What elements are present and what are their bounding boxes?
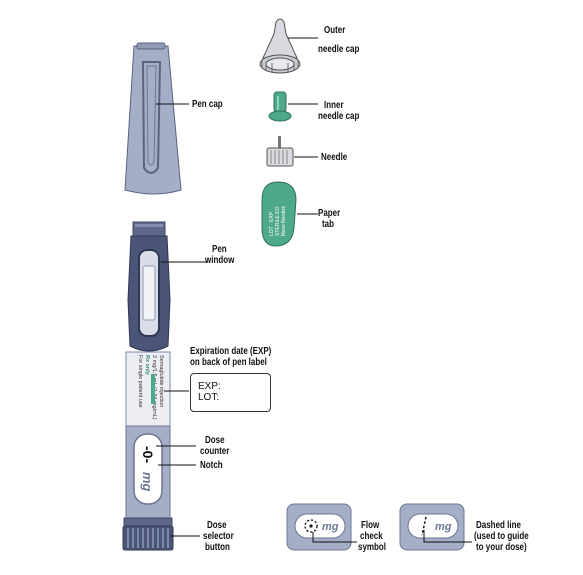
dose-counter-display: -0- mg [140,446,156,492]
svg-text:For single patient use: For single patient use [137,355,143,408]
paper-tab-label-1: Paper [318,208,341,219]
dashed-line-window: mg [399,503,465,551]
dashed-line-label-3: to your dose) [476,542,527,553]
paper-tab-illustration: LOT · EXP STERILE EO Novo Nordisk [261,181,297,247]
paper-tab-label-2: tab [322,219,334,230]
dose-selector-label-2: selector [203,531,234,542]
flow-window-unit: mg [322,521,339,533]
flow-check-window: mg [286,503,352,551]
flow-check-label-2: check [360,531,383,542]
outer-needle-cap-illustration [259,18,301,74]
needle-label: Needle [321,152,348,163]
dashed-line-label-1: Dashed line [476,520,521,531]
dashed-line-icon [421,516,427,536]
expiration-label-1: Expiration date (EXP) [190,346,272,357]
dashed-line-label-2: (used to guide [474,531,529,542]
pen-window-label-1: Pen [212,244,227,255]
notch-label: Notch [200,460,223,471]
svg-text:Novo Nordisk: Novo Nordisk [281,205,287,236]
dose-selector-label-1: Dose [207,520,227,531]
expiration-label-2: on back of pen label [190,357,267,368]
pen-cap-label: Pen cap [192,99,223,110]
outer-needle-cap-label-1: Outer [324,25,346,36]
dose-counter-label-2: counter [200,446,230,457]
outer-needle-cap-label-2: needle cap [318,44,360,55]
svg-text:Rx only: Rx only [144,355,150,376]
inner-needle-cap-label-1: Inner [324,100,344,111]
exp-lot-box: EXP: LOT: [190,373,271,412]
dashed-window-unit: mg [435,521,452,533]
svg-text:Semaglutide injection: Semaglutide injection [158,355,164,407]
dose-counter-zero: -0- [140,446,156,463]
exp-text: EXP: [198,381,221,392]
flow-check-label-1: Flow [361,520,380,531]
pen-illustration: Semaglutide injection 2 mg/1.5 mL (1.34 … [122,221,174,551]
dashed-line-leader [423,530,472,543]
pen-cap-illustration [124,42,182,195]
svg-text:STERILE EO: STERILE EO [275,206,281,236]
flow-check-leader [312,532,357,543]
needle-illustration [266,136,294,167]
dose-selector-label-3: button [205,542,230,553]
lot-text: LOT: [198,392,220,403]
inner-needle-cap-label-2: needle cap [318,111,360,122]
inner-needle-cap-illustration [268,91,292,122]
flow-check-symbol-icon [304,519,318,533]
flow-check-label-3: symbol [358,542,387,553]
pen-window-label-2: window [205,255,235,266]
svg-text:LOT · EXP: LOT · EXP [269,211,275,236]
dose-counter-unit: mg [140,472,155,492]
dose-counter-label-1: Dose [205,435,225,446]
